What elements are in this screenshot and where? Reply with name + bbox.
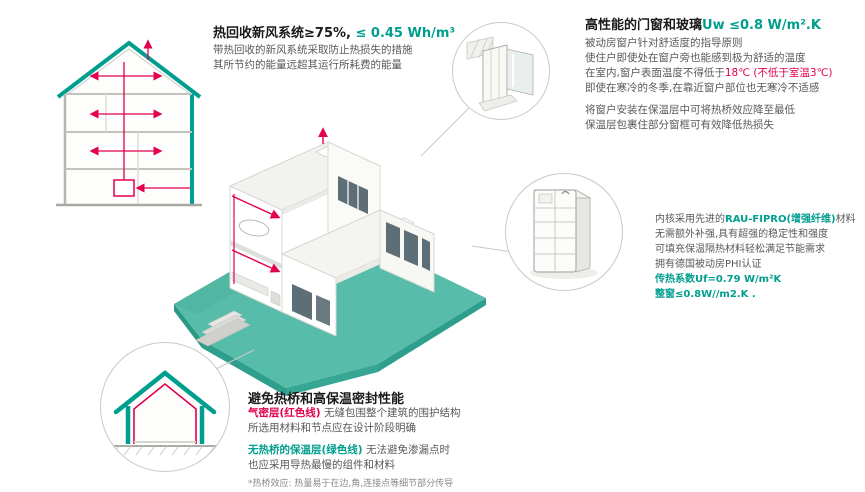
window-desc-line5: 将窗户安装在保温层中可将热桥效应降至最低 [585,104,795,116]
window-desc-line6: 保温层包裹住部分窗框可有效降低热损失 [585,119,774,131]
profile-line1-material: RAU-FIPRO(增强纤维) [725,214,836,225]
insulation-layer-text: 无法避免渗漏点时 [362,444,450,456]
window-corner-sketch [466,36,534,112]
airtight-layer-label: 气密层(红色线) [248,407,321,419]
thermal-airtight-line2: 所选用材料和节点应在设计阶段明确 [248,422,416,434]
hrv-description: 带热回收的新风系统采取防止热损失的措施 其所节约的能量远超其运行所耗费的能量 [213,43,413,73]
window-title-value: Uw ≤0.8 W/m².K [702,18,821,33]
profile-line1-text1: 内核采用先进的 [655,214,725,225]
hrv-title-text: 热回收新风系统≥75%, [213,26,351,41]
insulation-layer-label: 无热桥的保温层(绿色线) [248,444,363,456]
window-desc-line1: 被动房窗户针对舒适度的指导原则 [585,37,743,49]
spacer [248,436,460,443]
thermal-description: 气密层(红色线) 无缝包围整个建筑的围护结构 所选用材料和节点应在设计阶段明确 … [248,406,460,492]
profile-line4: 拥有德国被动房PHI认证 [655,259,762,270]
thermal-envelope-sketch [111,370,219,456]
thermal-airtight-line1: 气密层(红色线) 无缝包围整个建筑的围护结构 [248,406,460,421]
thermal-title: 避免热桥和高保温密封性能 [248,392,405,407]
profile-uf-value: 传热系数Uf=0.79 W/m²K [655,274,782,285]
window-desc-line3-text: 在室内,窗户表面温度不得低于 [585,67,725,79]
hrv-house-cross-section [56,39,202,207]
profile-line1-text2: 材料 [835,214,856,225]
hrv-desc-line1: 带热回收的新风系统采取防止热损失的措施 [213,44,413,56]
spacer [585,96,833,103]
isometric-house-illustration [174,127,486,396]
window-title-text: 高性能的门窗和玻璃 [585,18,703,33]
frame-profile-sketch [530,189,598,279]
thermal-insulation-line2: 也应采用导热最慢的组件和材料 [248,459,395,471]
hrv-title: 热回收新风系统≥75%, ≤ 0.45 Wh/m³ [213,22,455,41]
hrv-desc-line2: 其所节约的能量远超其运行所耗费的能量 [213,59,402,71]
profile-line2: 无需额外补强,具有超强的稳定性和强度 [655,229,829,240]
window-desc-line3: 在室内,窗户表面温度不得低于18℃ (不低于室温3℃) [585,66,833,81]
window-desc-line3-temp: 18℃ (不低于室温3℃) [724,67,833,79]
window-description: 被动房窗户针对舒适度的指导原则 使住户即使处在窗户旁也能感到极为舒适的温度 在室… [585,36,833,133]
profile-line1: 内核采用先进的RAU-FIPRO(增强纤维)材料 [655,212,856,227]
profile-line3: 可填充保温隔热材料轻松满足节能需求 [655,244,825,255]
hrv-title-value: ≤ 0.45 Wh/m³ [350,26,456,41]
profile-description: 内核采用先进的RAU-FIPRO(增强纤维)材料 无需额外补强,具有超强的稳定性… [655,212,856,302]
thermal-envelope-callout [100,342,230,472]
window-detail-callout [452,22,550,120]
profile-uw-value: 整窗≤0.8W//m2.K . [655,289,756,300]
airtight-layer-text: 无缝包围整个建筑的围护结构 [320,407,461,419]
frame-profile-callout [505,173,623,291]
thermal-insulation-line1: 无热桥的保温层(绿色线) 无法避免渗漏点时 [248,443,460,458]
window-desc-line2: 使住户即使处在窗户旁也能感到极为舒适的温度 [585,52,806,64]
thermal-footnote: *热桥效应: 热量易于在边,角,连接点等细节部分传导 [248,479,454,489]
window-title: 高性能的门窗和玻璃Uw ≤0.8 W/m².K [585,14,821,33]
window-desc-line4: 即使在寒冷的冬季,在靠近窗户部位也无寒冷不适感 [585,82,820,94]
